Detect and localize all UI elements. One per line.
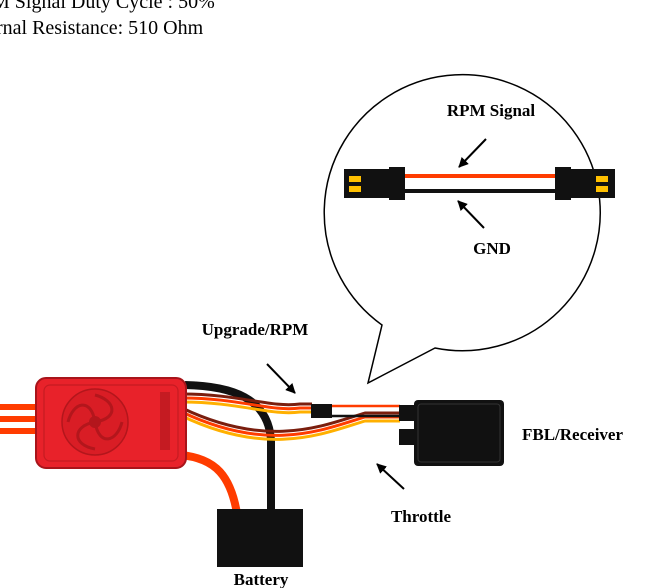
resistance-text: rnal Resistance: 510 Ohm bbox=[0, 17, 204, 39]
battery-positive-wire bbox=[179, 451, 242, 521]
rpm-connector bbox=[311, 404, 332, 418]
motor-wires bbox=[0, 404, 40, 434]
upgrade-rpm-label: Upgrade/RPM bbox=[202, 320, 309, 339]
gnd-label: GND bbox=[473, 239, 511, 258]
throttle-label: Throttle bbox=[391, 507, 452, 526]
fbl-receiver-unit bbox=[414, 400, 504, 466]
callout-cable bbox=[344, 167, 615, 200]
upgrade-rpm-arrow bbox=[266, 363, 296, 394]
rpm-signal-arrow bbox=[458, 138, 487, 168]
rpm-signal-label: RPM Signal bbox=[447, 101, 536, 120]
esc-unit bbox=[35, 377, 187, 469]
gnd-arrow bbox=[457, 200, 485, 229]
battery-label: Battery bbox=[234, 570, 289, 588]
fbl-receiver-label: FBL/Receiver bbox=[522, 425, 623, 444]
battery-pack bbox=[217, 509, 303, 567]
right-connector bbox=[555, 167, 615, 200]
callout-bubble bbox=[323, 73, 601, 385]
receiver-throttle-plug bbox=[399, 429, 415, 445]
left-connector bbox=[344, 167, 405, 200]
receiver-rpm-plug bbox=[399, 405, 415, 421]
throttle-arrow bbox=[376, 463, 405, 490]
duty-cycle-text: M Signal Duty Cycle : 50% bbox=[0, 0, 215, 13]
upgrade-rpm-cable bbox=[181, 392, 312, 415]
